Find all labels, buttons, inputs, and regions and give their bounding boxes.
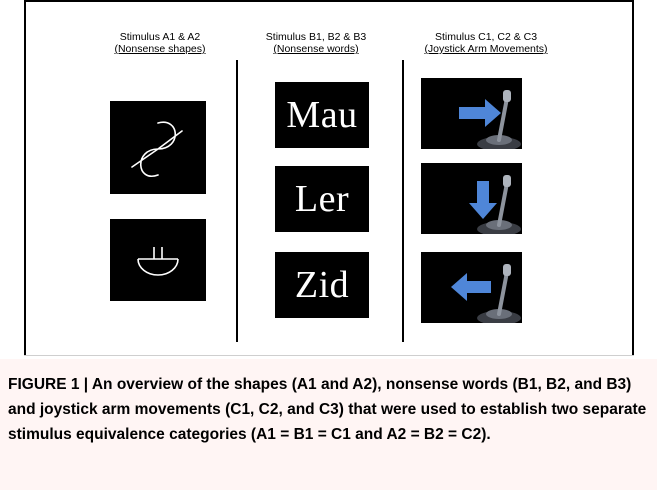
caption-text: An overview of the shapes (A1 and A2), n… xyxy=(8,376,647,443)
word-panel-b3: Zid xyxy=(275,252,369,318)
column-title-a-text: Stimulus A1 & A2 xyxy=(119,31,201,43)
column-subtitle-b: (Nonsense words) xyxy=(273,43,359,55)
column-title-c: Stimulus C1, C2 & C3 (Joystick Arm Movem… xyxy=(398,31,574,55)
joystick-right-image xyxy=(459,90,521,149)
left-arrow-icon xyxy=(451,273,491,301)
joystick-left-image xyxy=(451,264,521,323)
column-title-b-text: Stimulus B1, B2 & B3 xyxy=(265,31,367,43)
joystick-panel-c1 xyxy=(421,78,522,149)
right-arrow-icon xyxy=(459,99,501,127)
joystick-panel-c3 xyxy=(421,252,522,323)
column-subtitle-c: (Joystick Arm Movements) xyxy=(424,43,548,55)
word-b3: Zid xyxy=(294,264,350,306)
word-b2: Ler xyxy=(294,178,350,220)
figure-eight-shape-icon xyxy=(131,121,183,178)
figure-caption: FIGURE 1 | An overview of the shapes (A1… xyxy=(8,372,648,447)
frame-right-line xyxy=(632,0,634,356)
caption-label: FIGURE 1 | xyxy=(8,376,92,393)
word-panel-b2: Ler xyxy=(275,166,369,232)
word-b1: Mau xyxy=(286,94,358,136)
joystick-down-image xyxy=(469,175,521,234)
column-divider-right xyxy=(402,60,404,342)
word-panel-b1: Mau xyxy=(275,82,369,148)
power-like-shape-icon xyxy=(137,247,179,276)
column-subtitle-a: (Nonsense shapes) xyxy=(114,43,206,55)
column-title-c-text: Stimulus C1, C2 & C3 xyxy=(434,31,538,43)
frame-top-line xyxy=(24,0,634,2)
frame-bottom-line xyxy=(24,355,634,356)
down-arrow-icon xyxy=(469,181,497,219)
caption-background xyxy=(0,359,657,490)
frame-left-line xyxy=(24,0,26,356)
column-title-b: Stimulus B1, B2 & B3 (Nonsense words) xyxy=(241,31,391,55)
joystick-panel-c2 xyxy=(421,163,522,234)
column-title-a: Stimulus A1 & A2 (Nonsense shapes) xyxy=(85,31,235,55)
shape-panel-a1 xyxy=(110,101,206,194)
shape-panel-a2 xyxy=(110,219,206,301)
column-divider-left xyxy=(236,60,238,342)
